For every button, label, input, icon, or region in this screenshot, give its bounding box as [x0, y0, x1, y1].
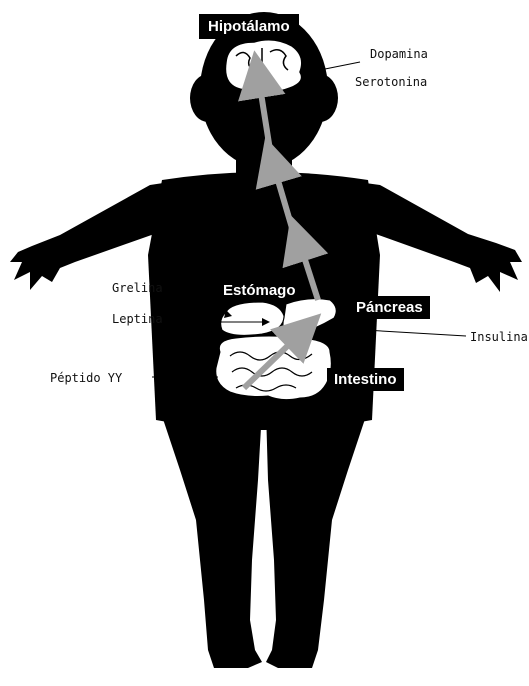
left-arm [10, 182, 170, 290]
insulin-label: Insulina [470, 330, 528, 344]
dopamine-label: Dopamina [370, 47, 428, 61]
left-leg [160, 410, 262, 668]
hypothalamus-label: Hipotálamo [199, 14, 299, 39]
stomach-label: Estómago [223, 282, 296, 299]
brain [225, 40, 301, 93]
right-arm [358, 182, 522, 292]
pancreas-label: Páncreas [349, 296, 430, 319]
serotonin-label: Serotonina [355, 75, 427, 89]
intestines [216, 336, 332, 400]
peptide-yy-label: Péptido YY [50, 371, 122, 385]
ghrelin-label: Grelina [112, 281, 163, 295]
left-ear [190, 74, 226, 122]
right-leg [266, 410, 368, 668]
leptin-label: Leptina [112, 312, 163, 326]
right-ear [302, 74, 338, 122]
intestine-label: Intestino [327, 368, 404, 391]
